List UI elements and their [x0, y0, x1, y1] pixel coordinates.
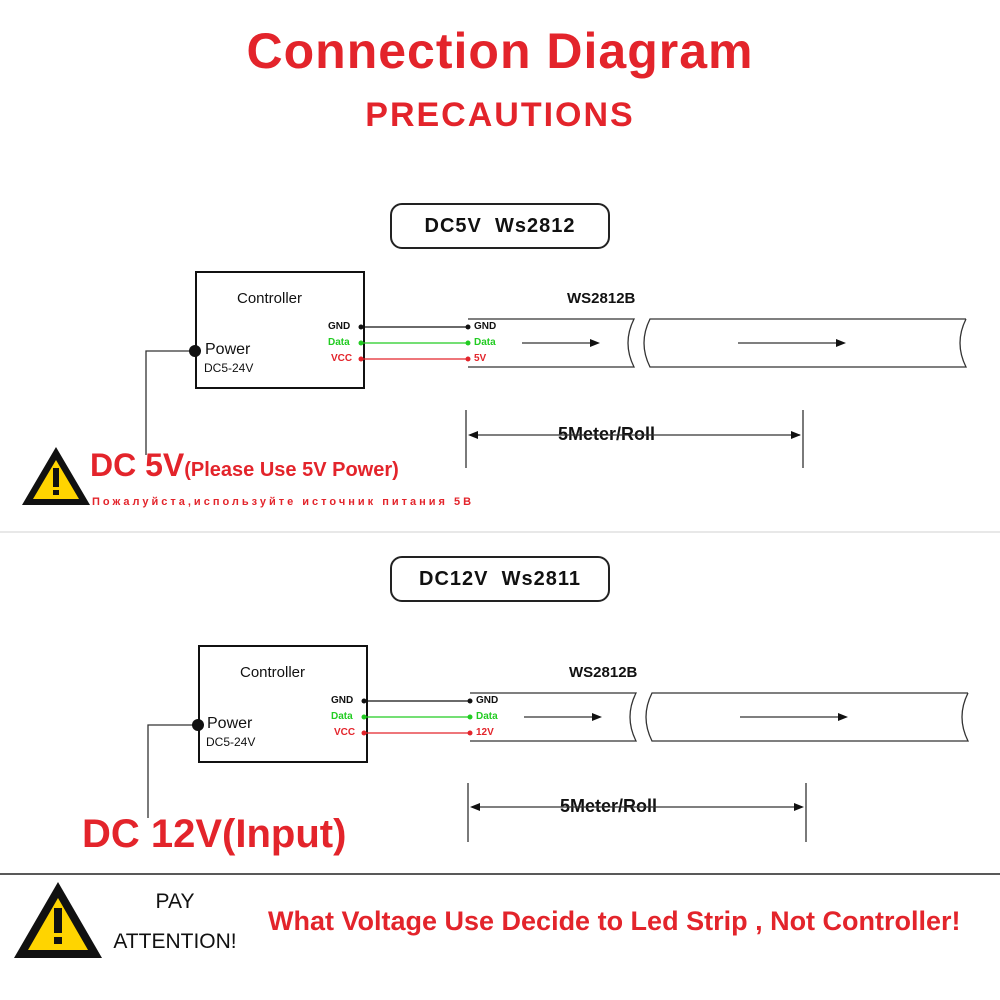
section2-node	[467, 698, 473, 704]
section2-strip-pin-vcc: 12V	[476, 727, 494, 738]
section1-node	[358, 324, 364, 330]
section1-node	[465, 324, 471, 330]
section1-ctrl-pin-gnd: GND	[328, 321, 351, 332]
attention-message: What Voltage Use Decide to Led Strip , N…	[268, 906, 961, 936]
section1-power-dot	[189, 345, 201, 357]
section2-input-label: DC 12V(Input)	[82, 812, 347, 856]
section1-strip	[468, 318, 968, 368]
section1-warning-paren: (Please Use 5V Power)	[184, 459, 399, 481]
section2-strip-pin-data: Data	[476, 711, 498, 722]
section2-controller-title: Controller	[240, 664, 306, 681]
section2-ctrl-pin-vcc: VCC	[334, 727, 356, 738]
section2-node	[361, 714, 367, 720]
section1-power-range: DC5-24V	[204, 361, 254, 375]
section2-power-range: DC5-24V	[206, 735, 256, 749]
section2-node	[467, 730, 473, 736]
section2-controller-box	[198, 645, 368, 763]
section2-strip-segment-a	[470, 692, 638, 742]
pay-label: PAY	[155, 890, 195, 913]
section1-node	[358, 356, 364, 362]
section1-strip-pin-gnd: GND	[474, 321, 497, 332]
section1-controller-box	[195, 271, 365, 389]
section1-power-lead	[145, 350, 195, 455]
dimension-arrowhead	[470, 803, 480, 811]
section2-power-lead	[147, 724, 198, 818]
section2-power-label: Power	[207, 715, 253, 732]
section1-warning-main: DC 5V(Please Use 5V Power)	[90, 447, 399, 484]
section1-strip-segment-a	[468, 318, 636, 368]
page-subtitle: PRECAUTIONS	[365, 96, 635, 134]
section1-warning-voltage: DC 5V	[90, 447, 185, 483]
section2-ctrl-pin-data: Data	[331, 711, 353, 722]
section2-wires	[361, 698, 473, 736]
section2-arrowhead-a	[592, 713, 602, 721]
attention-label: ATTENTION!	[113, 930, 237, 953]
section2-arrowhead-b	[838, 713, 848, 721]
section1-warning-icon	[22, 447, 90, 505]
section2-strip	[470, 692, 970, 742]
page-title: Connection Diagram	[246, 23, 754, 79]
section2-node	[361, 698, 367, 704]
section1-node	[465, 356, 471, 362]
section2-dimension	[467, 783, 807, 842]
section1-ctrl-pin-data: Data	[328, 337, 350, 348]
section2-strip-pin-gnd: GND	[476, 695, 499, 706]
section2-pill: DC12V Ws2811	[390, 556, 610, 602]
section2-power-dot	[192, 719, 204, 731]
section2-strip-segment-b	[645, 692, 970, 742]
section1-power-label: Power	[205, 341, 251, 358]
section1-controller-title: Controller	[237, 290, 303, 307]
section2-node	[361, 730, 367, 736]
section1-strip-segment-b	[643, 318, 968, 368]
dimension-arrowhead	[791, 431, 801, 439]
section2-ctrl-pin-gnd: GND	[331, 695, 354, 706]
section2-strip-name: WS2812B	[569, 664, 638, 681]
section1-node	[465, 340, 471, 346]
attention-warning-icon	[14, 882, 102, 958]
dimension-arrowhead	[468, 431, 478, 439]
section1-strip-pin-data: Data	[474, 337, 496, 348]
section1-warning-russian: Пожалуйста,используйте источник питания …	[92, 496, 475, 508]
section1-strip-pin-vcc: 5V	[474, 353, 487, 364]
section1-node	[358, 340, 364, 346]
section1-ctrl-pin-vcc: VCC	[331, 353, 353, 364]
section1-arrowhead-b	[836, 339, 846, 347]
section2-pill-label: DC12V Ws2811	[419, 567, 581, 590]
section1-pill-label: DC5V Ws2812	[424, 214, 576, 237]
section2-node	[467, 714, 473, 720]
section1-dimension	[465, 410, 804, 468]
section1-arrowhead-a	[590, 339, 600, 347]
section1-strip-name: WS2812B	[567, 290, 636, 307]
dimension-arrowhead	[794, 803, 804, 811]
section1-pill: DC5V Ws2812	[390, 203, 610, 249]
section1-wires	[358, 324, 471, 362]
